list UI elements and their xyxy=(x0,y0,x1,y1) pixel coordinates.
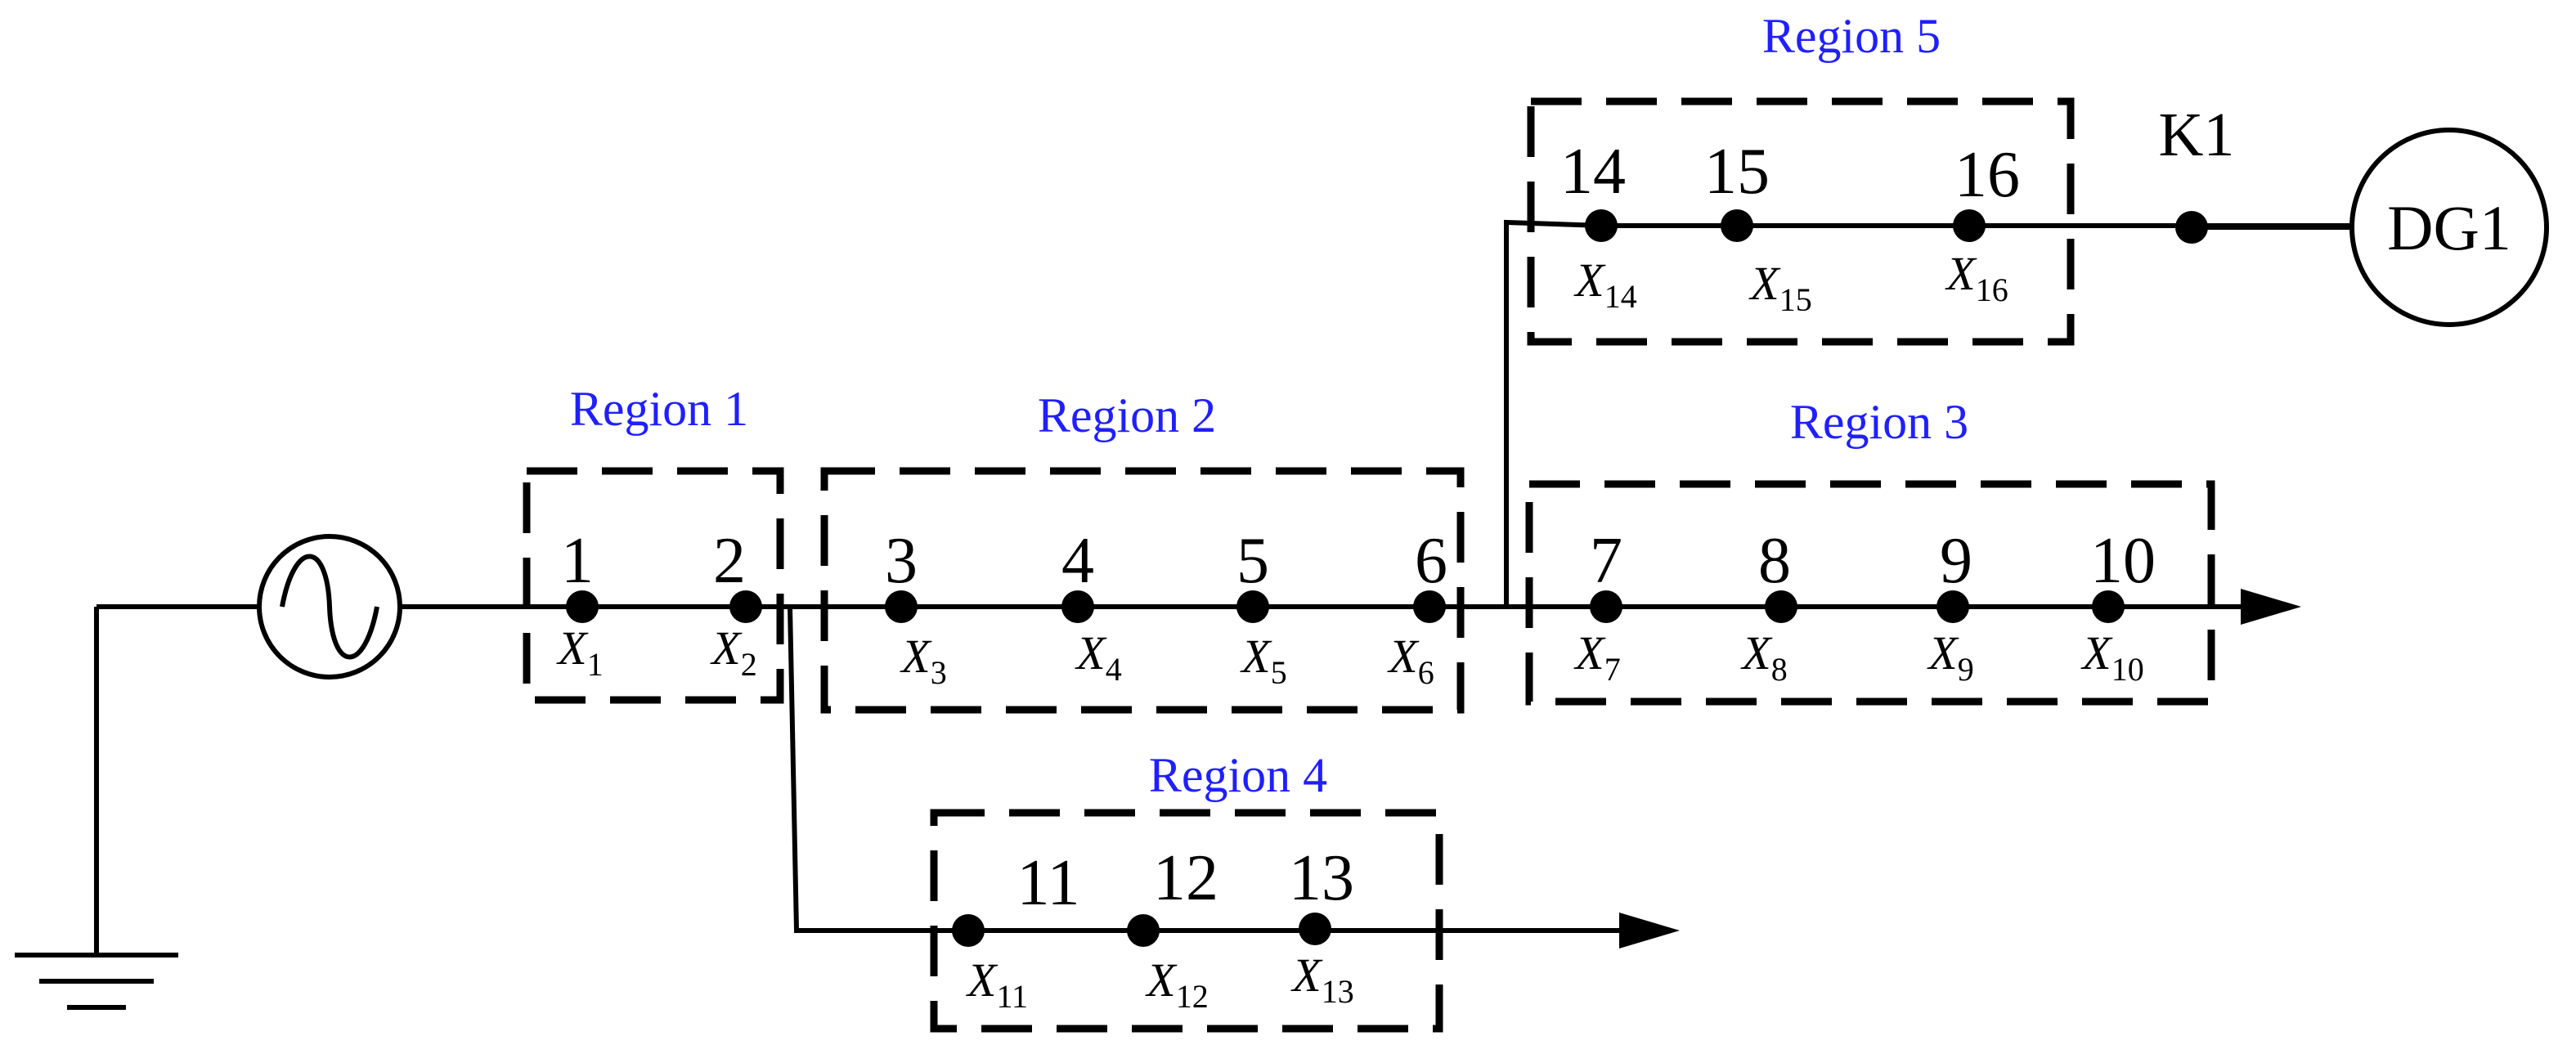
bus-node-1-variable: X1 xyxy=(556,621,603,683)
bus-node-9-variable: X9 xyxy=(1927,626,1973,688)
bus-node-15-variable: X15 xyxy=(1748,257,1811,318)
bus-node-16-dot xyxy=(1953,209,1986,242)
bus-node-12-number: 12 xyxy=(1153,842,1218,914)
bus-node-9-dot xyxy=(1936,590,1969,623)
generator-dg1-circle xyxy=(2349,128,2549,327)
bus-node-16-number: 16 xyxy=(1954,139,2020,211)
bus-node-1-dot xyxy=(566,590,599,623)
bus-node-12-dot xyxy=(1127,914,1160,947)
region-5-box xyxy=(1527,97,2075,346)
bus-node-14-dot xyxy=(1585,209,1618,242)
bus-node-10-variable: X10 xyxy=(2080,626,2143,688)
ac-source-icon xyxy=(257,534,402,679)
bus-node-8-variable: X8 xyxy=(1740,626,1787,688)
bus-node-9-number: 9 xyxy=(1940,525,1972,597)
switch-k1: K1 xyxy=(2159,101,2235,244)
ground-symbol xyxy=(15,607,178,1010)
bus-node-13-number: 13 xyxy=(1289,842,1354,914)
bus-node-13-dot xyxy=(1299,913,1331,945)
bus-node-5-dot xyxy=(1236,590,1269,623)
bus-node-7-variable: X7 xyxy=(1573,626,1620,688)
branch-arrow-icon xyxy=(1619,913,1680,949)
bus-node-7-number: 7 xyxy=(1590,525,1622,597)
bus-node-5-number: 5 xyxy=(1236,525,1269,597)
bus-node-13-variable: X13 xyxy=(1290,949,1353,1010)
generator-dg1-label: DG1 xyxy=(2387,192,2511,263)
region-5-label: Region 5 xyxy=(1762,9,1941,63)
bus-node-2-number: 2 xyxy=(713,525,746,597)
bus-node-3-variable: X3 xyxy=(900,630,946,691)
generator-dg1: DG1 xyxy=(2192,128,2549,327)
main-feeder-arrow-icon xyxy=(2241,589,2301,625)
bus-node-11-dot xyxy=(952,914,985,947)
region-1-label: Region 1 xyxy=(570,382,748,436)
bus-node-5-variable: X5 xyxy=(1240,630,1286,691)
bus-node-6-dot xyxy=(1413,590,1446,623)
bus-node-2-dot xyxy=(729,590,762,623)
bus-node-4-variable: X4 xyxy=(1075,626,1121,688)
bus-node-6-number: 6 xyxy=(1415,525,1447,597)
bus-node-2-variable: X2 xyxy=(710,621,756,683)
bus-node-4-number: 4 xyxy=(1061,525,1094,597)
bus-node-8-number: 8 xyxy=(1758,525,1791,597)
bus-node-4-dot xyxy=(1061,590,1094,623)
region-3-box xyxy=(1525,480,2215,706)
bus-node-10-number: 10 xyxy=(2090,525,2156,597)
bus-node-16-variable: X16 xyxy=(1945,247,2008,308)
bus-node-11-number: 11 xyxy=(1016,847,1079,919)
nodes-layer: 1X12X23X34X45X56X67X78X89X910X1011X1112X… xyxy=(556,136,2156,1015)
bus-node-15-number: 15 xyxy=(1704,136,1770,208)
bus-node-15-dot xyxy=(1721,209,1753,242)
region-4-box xyxy=(930,809,1443,1033)
bus-node-7-dot xyxy=(1590,590,1622,623)
region-2-label: Region 2 xyxy=(1038,388,1216,442)
bus-node-3-number: 3 xyxy=(885,525,918,597)
bus-node-12-variable: X12 xyxy=(1145,953,1208,1015)
bus-node-3-dot xyxy=(885,590,918,623)
bus-node-11-variable: X11 xyxy=(966,953,1028,1015)
bus-node-1-number: 1 xyxy=(561,525,594,597)
bus-node-14-variable: X14 xyxy=(1573,253,1636,315)
bus-node-6-variable: X6 xyxy=(1387,630,1434,691)
bus-node-8-dot xyxy=(1765,590,1797,623)
branch-line-region-4 xyxy=(788,606,1619,933)
region-1-box xyxy=(523,467,784,704)
bus-node-10-dot xyxy=(2092,590,2125,623)
region-3-label: Region 3 xyxy=(1790,395,1968,449)
switch-k1-label: K1 xyxy=(2159,101,2235,169)
bus-node-14-number: 14 xyxy=(1560,136,1626,208)
region-4-label: Region 4 xyxy=(1149,748,1327,802)
region-2-box xyxy=(820,467,1465,714)
